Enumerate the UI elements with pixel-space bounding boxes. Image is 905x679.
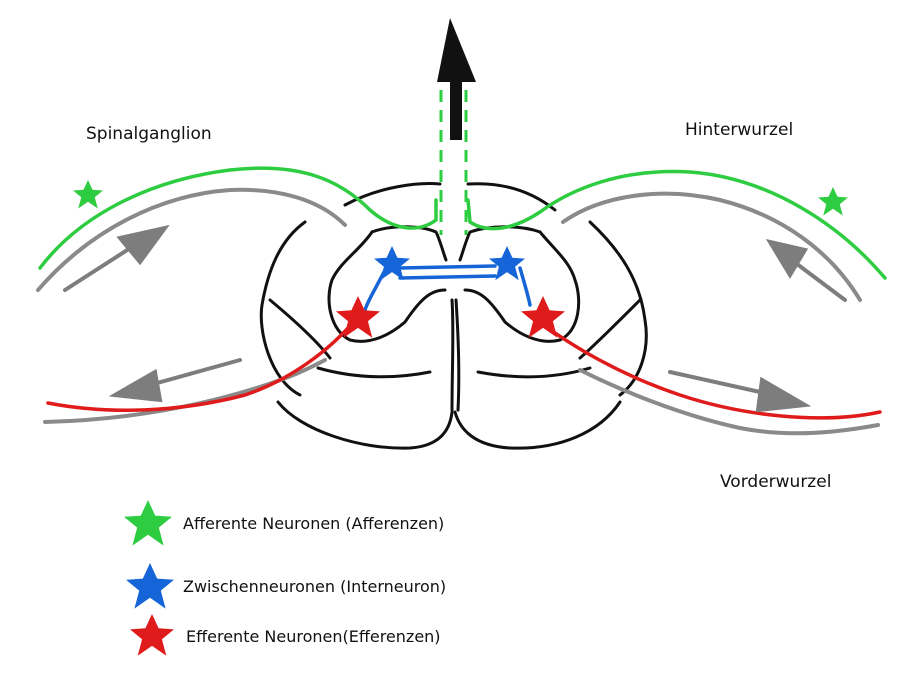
legend-interneuron-icon — [126, 563, 174, 609]
ascending-afferent-fiber — [439, 90, 468, 235]
afferent-neuron-left-icon — [73, 180, 103, 209]
dorsal-root-nerve — [36, 187, 862, 302]
afferent-neuron-right-icon — [818, 187, 848, 216]
label-hinterwurzel: Hinterwurzel — [685, 120, 794, 140]
efferent-neuron-right-icon — [521, 296, 565, 338]
legend-item-efferent: Efferente Neuronen(Efferenzen) — [186, 627, 441, 646]
legend-efferent-icon — [130, 614, 174, 656]
afferent-fiber — [38, 166, 887, 280]
legend-afferent-icon — [124, 500, 172, 546]
spinal-cord-outline — [259, 182, 648, 450]
legend-item-interneuron: Zwischenneuronen (Interneuron) — [183, 577, 447, 596]
interneuron-left-icon — [374, 246, 410, 281]
legend-item-afferent: Afferente Neuronen (Afferenzen) — [183, 514, 445, 533]
label-spinalganglion: Spinalganglion — [86, 124, 212, 144]
ascending-arrow — [437, 18, 476, 140]
efferent-fiber — [46, 318, 882, 420]
label-vorderwurzel: Vorderwurzel — [720, 472, 832, 492]
ventral-root-nerve — [43, 358, 880, 436]
direction-arrows — [63, 224, 847, 413]
